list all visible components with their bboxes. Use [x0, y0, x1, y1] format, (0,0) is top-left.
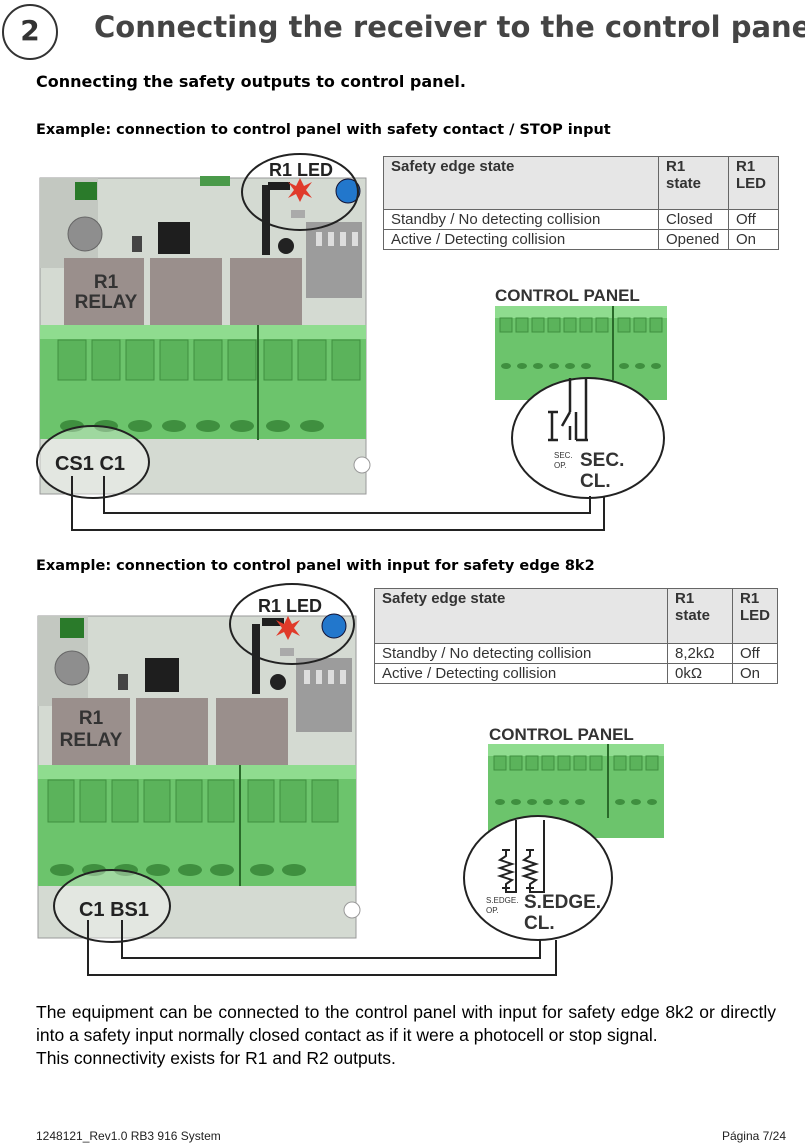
receiver-board	[37, 613, 361, 939]
table-cell: On	[728, 229, 779, 250]
example1-title: Example: connection to control panel wit…	[36, 122, 611, 138]
blue-button-icon	[321, 613, 347, 639]
chip	[158, 222, 190, 254]
control-panel-label: CONTROL PANEL	[489, 725, 634, 744]
relay-label-2: RELAY	[75, 292, 138, 313]
chapter-number: 2	[2, 4, 58, 60]
relay-r1	[64, 258, 144, 328]
header-cell: R1 LED	[728, 156, 779, 210]
example2-state-table: Safety edge state R1 state R1 LED Standb…	[374, 588, 778, 684]
terminal-callout	[36, 425, 150, 499]
relay-label-2: RELAY	[60, 730, 123, 751]
section-title: Connecting the safety outputs to control…	[36, 72, 466, 91]
example1-state-table: Safety edge state R1 state R1 LED Standb…	[383, 156, 779, 250]
terminal-label: CS1 C1	[55, 453, 125, 475]
led-callout	[241, 153, 359, 231]
wiring-lines	[71, 476, 605, 531]
terminal-label: C1 BS1	[79, 899, 149, 921]
relay-label-1: R1	[79, 708, 104, 729]
relay-label-1: R1	[94, 272, 119, 293]
small-label-1: SEC.	[554, 451, 573, 460]
body-paragraph-2: This connectivity exists for R1 and R2 o…	[36, 1048, 396, 1068]
example2-title: Example: connection to control panel wit…	[36, 558, 595, 574]
page-title: Connecting the receiver to the control p…	[94, 10, 805, 44]
table-cell: Standby / No detecting collision	[383, 209, 659, 230]
big-label-1: S.EDGE.	[524, 892, 601, 913]
table-row: Active / Detecting collision Opened On	[383, 229, 779, 250]
table-cell: 0kΩ	[667, 663, 733, 684]
table-cell: Active / Detecting collision	[374, 663, 668, 684]
table-row: Active / Detecting collision 0kΩ On	[374, 663, 778, 684]
footer-page-number: Página 7/24	[721, 1129, 786, 1143]
relay-r1	[52, 698, 130, 768]
header-cell: R1 LED	[732, 588, 778, 644]
big-label-2: CL.	[524, 913, 555, 934]
led-label: R1 LED	[269, 160, 333, 180]
big-label-1: SEC.	[580, 450, 624, 471]
table-cell: Opened	[658, 229, 729, 250]
table-row: Standby / No detecting collision Closed …	[383, 209, 779, 230]
table-cell: Off	[732, 643, 778, 664]
big-label-2: CL.	[580, 471, 611, 492]
led-label: R1 LED	[258, 596, 322, 616]
header-cell: Safety edge state	[374, 588, 668, 644]
resistor-symbol-icon	[496, 820, 545, 893]
table-header-row: Safety edge state R1 state R1 LED	[383, 156, 779, 210]
wiring-lines	[87, 920, 557, 976]
led-callout	[229, 583, 355, 665]
body-paragraph-1: The equipment can be connected to the co…	[36, 1002, 776, 1045]
small-label-2: OP.	[486, 906, 499, 915]
receiver-board	[39, 176, 371, 495]
table-row: Standby / No detecting collision 8,2kΩ O…	[374, 643, 778, 664]
chip	[145, 658, 179, 692]
terminal-callout	[53, 869, 171, 943]
small-label-1: S.EDGE.	[486, 896, 518, 905]
control-panel-callout	[511, 377, 665, 499]
table-cell: 8,2kΩ	[667, 643, 733, 664]
header-cell: Safety edge state	[383, 156, 659, 210]
table-cell: Active / Detecting collision	[383, 229, 659, 250]
blue-button-icon	[335, 178, 361, 204]
small-label-2: OP.	[554, 461, 567, 470]
led-icon	[276, 616, 300, 640]
example2-wiring-diagram: R1 RELAY R1 LED C1 BS1 CONTROL PANEL	[37, 583, 664, 976]
control-panel-callout	[463, 815, 613, 941]
led-icon	[288, 178, 312, 202]
example1-wiring-diagram: R1 RELAY R1 LED CS1 C1 CONTROL PANEL	[36, 153, 667, 531]
control-panel-label: CONTROL PANEL	[495, 286, 640, 305]
contact-symbol-icon	[548, 378, 588, 442]
table-cell: Standby / No detecting collision	[374, 643, 668, 664]
header-cell: R1 state	[658, 156, 729, 210]
footer-document-id: 1248121_Rev1.0 RB3 916 System	[36, 1129, 221, 1143]
table-cell: On	[732, 663, 778, 684]
table-cell: Closed	[658, 209, 729, 230]
body-text: The equipment can be connected to the co…	[36, 1001, 776, 1070]
header-cell: R1 state	[667, 588, 733, 644]
table-cell: Off	[728, 209, 779, 230]
table-header-row: Safety edge state R1 state R1 LED	[374, 588, 778, 644]
